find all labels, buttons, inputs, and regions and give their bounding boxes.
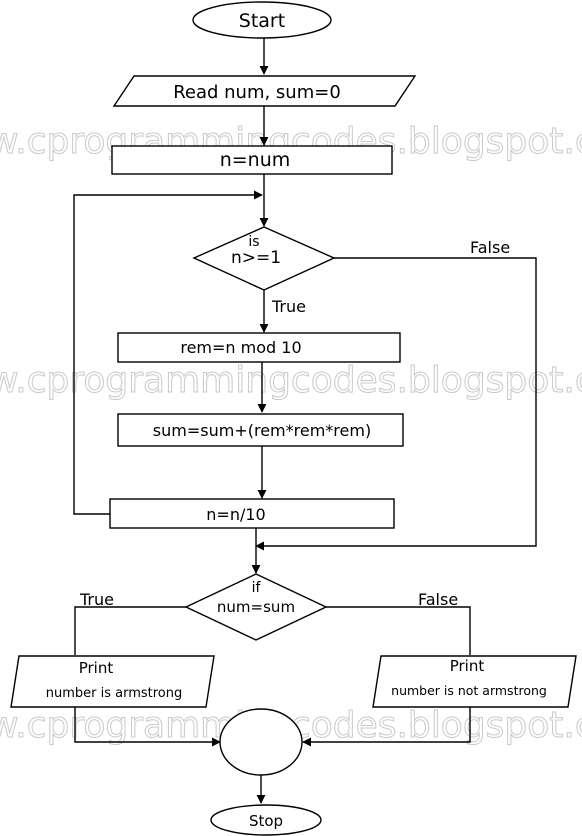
print-yes-label-line1: Print <box>79 659 114 677</box>
node-rem: rem=n mod 10 <box>117 332 401 363</box>
node-cond2: if num=sum <box>184 573 328 641</box>
cond2-true-label: True <box>79 590 114 609</box>
node-sum: sum=sum+(rem*rem*rem) <box>117 413 404 447</box>
rem-process-box <box>117 332 401 363</box>
stop-terminal <box>210 804 322 836</box>
node-init: n=num <box>111 145 393 175</box>
arrow-cond1-false <box>255 257 537 551</box>
start-terminal <box>192 1 332 39</box>
node-div: n=n/10 <box>109 498 395 529</box>
print-yes-output-parallelogram <box>10 655 215 708</box>
print-no-label-line2: number is not armstrong <box>391 683 547 698</box>
node-start: Start <box>192 1 332 39</box>
node-print-no: Print number is not armstrong <box>372 655 577 708</box>
cond1-label-line2: n>=1 <box>231 248 281 268</box>
sum-label: sum=sum+(rem*rem*rem) <box>153 421 371 440</box>
arrow-print-yes-to-join <box>74 707 221 747</box>
rem-label: rem=n mod 10 <box>180 338 301 357</box>
read-input-parallelogram <box>112 75 417 107</box>
print-yes-label-line2: number is armstrong <box>46 686 183 701</box>
arrow-print-no-to-join <box>302 707 471 747</box>
node-read: Read num, sum=0 <box>112 75 417 107</box>
cond2-label-line2: num=sum <box>217 598 295 616</box>
line-cond2-true <box>74 606 186 655</box>
print-no-output-parallelogram <box>372 655 577 708</box>
cond2-label-line1: if <box>252 580 262 596</box>
cond1-decision-diamond <box>192 226 336 291</box>
sum-process-box <box>117 413 404 447</box>
cond1-true-label: True <box>271 297 306 316</box>
div-process-box <box>109 498 395 529</box>
join-connector-circle <box>219 708 303 776</box>
loop-back-arrow <box>73 190 263 515</box>
print-no-label-line1: Print <box>450 657 485 675</box>
div-label: n=n/10 <box>206 505 265 524</box>
connectors <box>73 37 537 804</box>
init-process-box <box>111 145 393 175</box>
cond1-label-line1: is <box>248 234 259 250</box>
stop-label: Stop <box>249 812 283 830</box>
cond1-false-label: False <box>470 238 510 257</box>
node-print-yes: Print number is armstrong <box>10 655 215 708</box>
node-cond1: is n>=1 <box>192 226 336 291</box>
read-label: Read num, sum=0 <box>173 82 341 103</box>
start-label: Start <box>239 10 285 32</box>
line-cond2-false <box>326 606 471 655</box>
watermark-middle: www.cprogrammingcodes.blogspot.com <box>0 360 582 401</box>
cond2-false-label: False <box>418 590 458 609</box>
cond2-decision-diamond <box>184 573 328 641</box>
node-stop: Stop <box>210 804 322 836</box>
init-label: n=num <box>220 149 291 171</box>
